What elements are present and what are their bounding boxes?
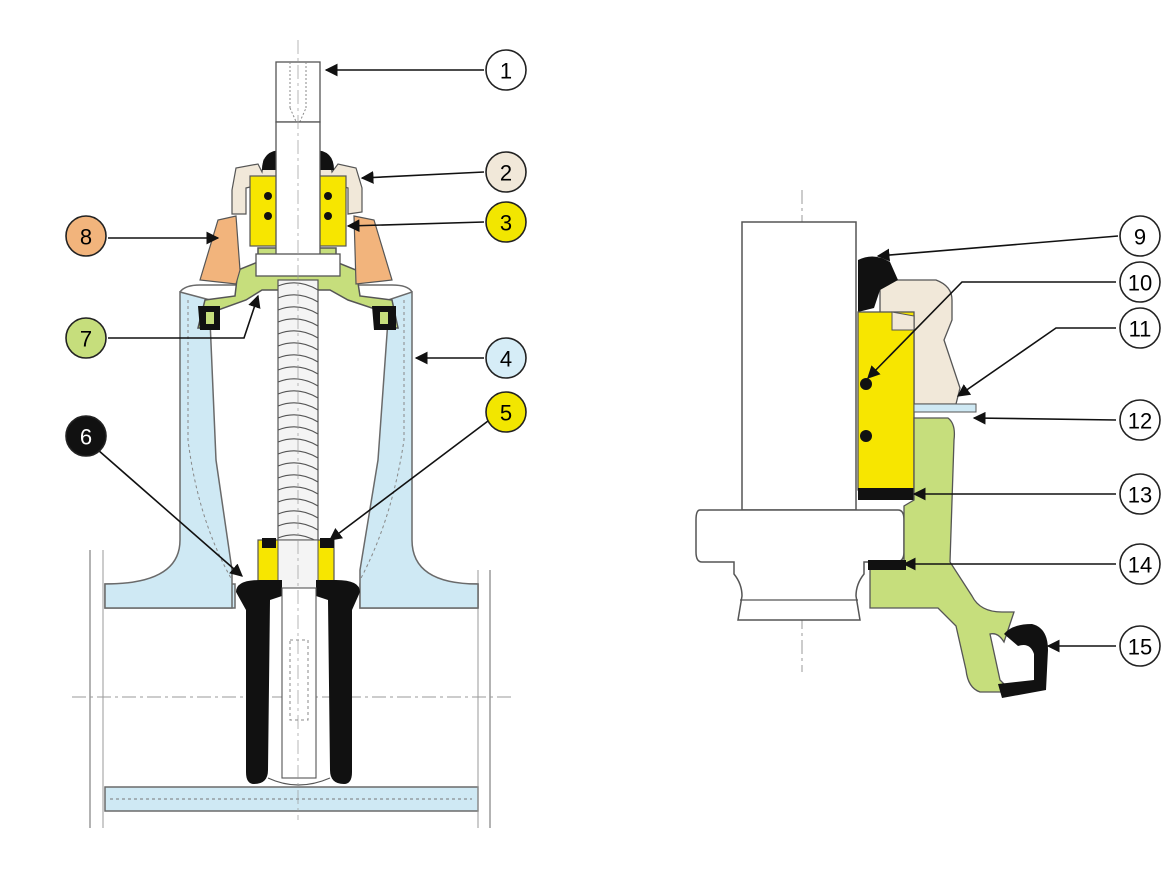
detail-bonnet xyxy=(869,417,1015,693)
bonnet-seal-right-inner xyxy=(380,312,388,324)
callout-11-label: 11 xyxy=(1129,317,1152,342)
callout-7-label: 7 xyxy=(80,327,92,352)
callout-5: 5 xyxy=(485,391,527,433)
body-shell-left xyxy=(104,291,233,609)
detail-oring-1 xyxy=(860,378,872,390)
callout-4-circle xyxy=(485,337,527,379)
callout-1-circle xyxy=(485,49,527,91)
callout-6-circle xyxy=(65,415,107,457)
callout-15-circle xyxy=(1119,625,1161,667)
leader-11 xyxy=(956,327,1116,397)
callout-5-circle xyxy=(485,391,527,433)
gland-oring-1 xyxy=(264,192,272,200)
detail-rubber-ring xyxy=(998,624,1048,698)
body-shell-right xyxy=(359,290,479,609)
wedge-nut-cap-left xyxy=(262,538,276,548)
callout-2: 2 xyxy=(485,151,527,193)
leader-12 xyxy=(972,411,1117,425)
detail-wiper xyxy=(858,256,898,312)
callout-6-label: 6 xyxy=(80,425,92,450)
collar-right xyxy=(353,215,393,285)
callout-13-label: 13 xyxy=(1128,483,1152,508)
callout-3-label: 3 xyxy=(500,211,512,236)
gland-oring-2 xyxy=(264,212,272,220)
callout-3-circle xyxy=(485,201,527,243)
body-inner-dash-left xyxy=(187,300,233,581)
callout-4-label: 4 xyxy=(500,347,512,372)
callout-1: 1 xyxy=(485,49,527,91)
callout-5-label: 5 xyxy=(500,401,512,426)
detail-stem xyxy=(741,221,857,511)
callout-7-circle xyxy=(65,317,107,359)
callout-2-label: 2 xyxy=(500,161,512,186)
detail-bonnet-seal xyxy=(868,560,906,570)
callout-14-label: 14 xyxy=(1128,553,1152,578)
wedge-right xyxy=(316,580,360,784)
detail-oring-2 xyxy=(860,430,872,442)
leader-3 xyxy=(346,219,485,233)
leader-2 xyxy=(360,171,485,184)
callout-15-label: 15 xyxy=(1128,635,1152,660)
body-inner-dash-right xyxy=(359,300,405,581)
callout-8-label: 8 xyxy=(80,225,92,250)
callout-8-circle xyxy=(65,215,107,257)
callout-9-label: 9 xyxy=(1134,225,1146,250)
callout-8: 8 xyxy=(65,215,107,257)
callout-13: 13 xyxy=(1119,473,1161,515)
detail-gland-seal xyxy=(858,488,914,500)
callout-12-circle xyxy=(1119,399,1161,441)
callout-14-circle xyxy=(1119,543,1161,585)
callout-11-circle xyxy=(1119,307,1161,349)
callout-9: 9 xyxy=(1119,215,1161,257)
callout-13-circle xyxy=(1119,473,1161,515)
callout-10-label: 10 xyxy=(1128,271,1152,296)
wedge-left xyxy=(236,580,282,784)
wedge-bottom xyxy=(267,777,331,786)
stem-seal-detail xyxy=(695,190,1048,698)
callout-1-label: 1 xyxy=(500,59,512,84)
callout-6: 6 xyxy=(65,415,107,457)
callouts: 1 2 3 4 5 6 7 8 xyxy=(65,49,1161,667)
wedge-slot xyxy=(289,639,309,721)
callout-3: 3 xyxy=(485,201,527,243)
leader-lines xyxy=(97,63,1119,653)
callout-7: 7 xyxy=(65,317,107,359)
callout-9-circle xyxy=(1119,215,1161,257)
callout-2-circle xyxy=(485,151,527,193)
gland-oring-3 xyxy=(324,192,332,200)
wedge-nut-cap-right xyxy=(320,538,334,548)
callout-12: 12 xyxy=(1119,399,1161,441)
callout-4: 4 xyxy=(485,337,527,379)
leader-10 xyxy=(867,281,1116,379)
leader-5 xyxy=(328,417,493,541)
leader-6 xyxy=(97,449,243,577)
collar-left xyxy=(199,215,241,285)
cap xyxy=(231,159,363,215)
callout-12-label: 12 xyxy=(1128,409,1152,434)
wedge-core xyxy=(281,587,317,779)
bonnet-seal-left-inner xyxy=(206,312,214,324)
gland-oring-4 xyxy=(324,212,332,220)
callout-11: 11 xyxy=(1119,307,1161,349)
callout-10-circle xyxy=(1119,261,1161,303)
gate-valve-section xyxy=(72,40,512,828)
leader-9 xyxy=(876,235,1119,262)
callout-10: 10 xyxy=(1119,261,1161,303)
leader-7 xyxy=(108,294,261,339)
detail-gasket xyxy=(913,403,977,413)
callout-14: 14 xyxy=(1119,543,1161,585)
callout-15: 15 xyxy=(1119,625,1161,667)
stem-top-point xyxy=(289,107,307,128)
